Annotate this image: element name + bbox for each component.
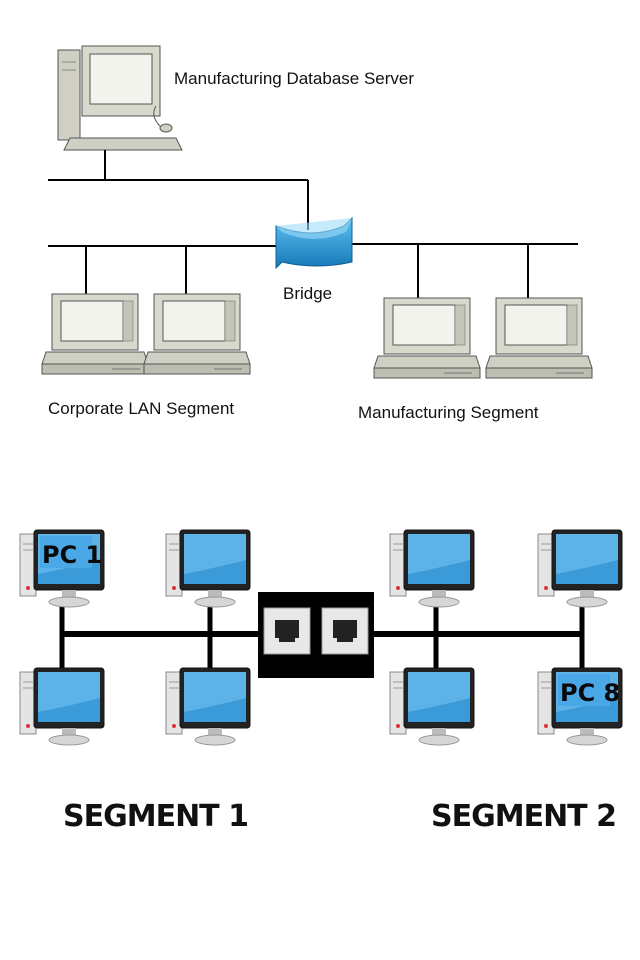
- pc-8-label: PC 8: [560, 679, 620, 707]
- bridge-device-icon: [258, 592, 374, 678]
- server-label: Manufacturing Database Server: [174, 69, 414, 88]
- segment1-pc-bottom-left-icon: [19, 667, 105, 746]
- bridge-icon: [275, 216, 353, 270]
- segment2-pc-top-right-icon: [537, 529, 623, 608]
- manufacturing-pc-2-icon: [485, 297, 593, 379]
- segment1-label: SEGMENT 1: [63, 799, 248, 834]
- corporate-pc-1-icon: [41, 293, 149, 375]
- manufacturing-pc-1-icon: [373, 297, 481, 379]
- segment2-pc-top-left-icon: [389, 529, 475, 608]
- pc-1-label: PC 1: [42, 541, 102, 569]
- segment2-pc-bottom-left-icon: [389, 667, 475, 746]
- segment1-pc-top-right-icon: [165, 529, 251, 608]
- manufacturing-segment-label: Manufacturing Segment: [358, 403, 539, 422]
- bridge-label: Bridge: [283, 284, 332, 303]
- database-server-icon: [57, 45, 183, 151]
- corporate-pc-2-icon: [143, 293, 251, 375]
- segment2-label: SEGMENT 2: [431, 799, 616, 834]
- pc-1-label-bg: [40, 536, 92, 568]
- pc-8-label-bg: [558, 674, 610, 706]
- segment1-pc-bottom-right-icon: [165, 667, 251, 746]
- corporate-segment-label: Corporate LAN Segment: [48, 399, 234, 418]
